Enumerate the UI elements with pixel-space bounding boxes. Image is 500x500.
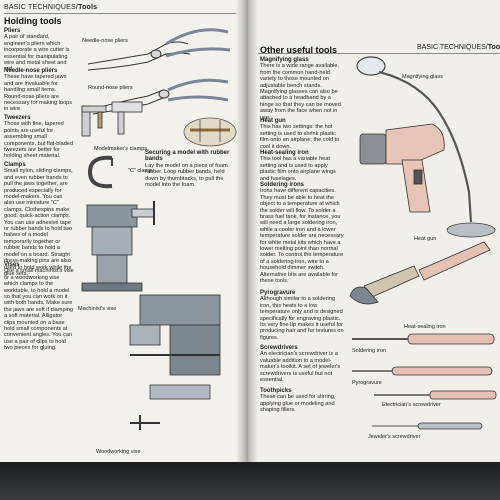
left-header-rule bbox=[4, 13, 236, 14]
heat-gun-block: Heat gun This has two settings: the hot … bbox=[260, 118, 344, 150]
tweezers-heading: Tweezers bbox=[4, 115, 31, 121]
vises-heading: Vises bbox=[4, 262, 20, 268]
toothpicks-heading: Toothpicks bbox=[260, 388, 292, 394]
clamps-block: Clamps Small nylon, sliding clamps, and … bbox=[4, 162, 74, 277]
caption-needle-nose: Needle-nose pliers bbox=[82, 38, 128, 44]
caption-jewelers-screwdriver: Jeweler's screwdriver bbox=[368, 434, 421, 440]
caption-modelmakers-clamps: Modelmaker's clamps bbox=[94, 146, 148, 152]
soldering-text: Irons have different capacities. They mu… bbox=[260, 188, 344, 285]
pliers-illustration bbox=[87, 28, 231, 115]
soldering-iron-illustration bbox=[352, 333, 495, 345]
right-page: BASIC TECHNIQUES/Too Other useful tools … bbox=[244, 0, 500, 470]
caption-machinists-vise: Machinist's vise bbox=[78, 306, 117, 312]
right-header-topic: Too bbox=[487, 44, 500, 51]
vises-block: Vises Use a small machinist's vise or a … bbox=[4, 262, 74, 352]
securing-text: Lay the model on a piece of foam rubber.… bbox=[145, 162, 228, 189]
right-section-title: Other useful tools bbox=[260, 45, 338, 55]
left-header-section: BASIC TECHNIQUES/ bbox=[4, 4, 79, 11]
book-gutter-shadow bbox=[236, 0, 258, 470]
left-section-title: Holding tools bbox=[4, 16, 62, 26]
caption-heat-sealing-iron: Heat-sealing iron bbox=[404, 324, 446, 330]
securing-block: Securing a model with rubber bands Lay t… bbox=[145, 150, 233, 188]
securing-model-illustration bbox=[183, 117, 237, 147]
magnifying-block: Magnifying glass There is a wide range a… bbox=[260, 57, 344, 121]
toothpicks-text: These can be used for stirring, applying… bbox=[260, 394, 336, 414]
machinists-vise-illustration bbox=[81, 201, 155, 292]
pliers-block: Pliers A pair of standard, engineer's pl… bbox=[4, 28, 74, 73]
caption-magnifying-glass: Magnifying glass bbox=[402, 74, 443, 80]
screwdrivers-heading: Screwdrivers bbox=[260, 345, 298, 351]
left-page: BASIC TECHNIQUES/Tools Holding tools Pli… bbox=[0, 0, 244, 470]
tweezers-block: Tweezers Those with fine, tapered points… bbox=[4, 115, 74, 160]
electricians-screwdriver-illustration bbox=[374, 390, 497, 400]
soldering-block: Soldering irons Irons have different cap… bbox=[260, 182, 344, 285]
securing-heading: Securing a model with rubber bands bbox=[145, 150, 230, 163]
jewelers-screwdriver-illustration bbox=[372, 422, 483, 430]
heat-gun-heading: Heat gun bbox=[260, 118, 286, 124]
caption-heat-gun: Heat gun bbox=[414, 236, 437, 242]
caption-woodworking-vise: Woodworking vise bbox=[96, 449, 141, 455]
screwdrivers-block: Screwdrivers An electrician's screwdrive… bbox=[260, 345, 344, 383]
magnifying-text: There is a wide range available, from th… bbox=[260, 63, 341, 121]
screwdrivers-text: An electrician's screwdriver is a valuab… bbox=[260, 351, 341, 384]
pyrogravure-illustration bbox=[352, 366, 493, 376]
clamps-heading: Clamps bbox=[4, 162, 26, 168]
soldering-heading: Soldering irons bbox=[260, 182, 305, 188]
needle-nose-block: Needle-nose pliers These have tapered ja… bbox=[4, 68, 74, 113]
needle-nose-text: These have tapered jaws and are invaluab… bbox=[4, 74, 73, 113]
needle-nose-heading: Needle-nose pliers bbox=[4, 68, 58, 74]
caption-round-nose: Round-nose pliers bbox=[88, 85, 133, 91]
heat-gun-illustration bbox=[359, 123, 445, 213]
magnifying-glass-illustration bbox=[356, 56, 496, 238]
left-running-header: BASIC TECHNIQUES/Tools bbox=[4, 4, 97, 11]
right-running-header: BASIC TECHNIQUES/Too bbox=[417, 44, 500, 51]
caption-electricians-screwdriver: Electrician's screwdriver bbox=[382, 402, 441, 408]
right-header-section: BASIC TECHNIQUES/ bbox=[417, 44, 488, 51]
toothpicks-block: Toothpicks These can be used for stirrin… bbox=[260, 388, 344, 414]
heat-gun-text: This has two settings: the hot setting i… bbox=[260, 124, 340, 150]
vises-text: Use a small machinist's vise or a woodwo… bbox=[4, 268, 74, 352]
left-header-topic: Tools bbox=[78, 4, 98, 11]
woodworking-vise-illustration bbox=[129, 294, 221, 430]
right-header-rule bbox=[258, 53, 500, 54]
heat-sealing-heading: Heat-sealing iron bbox=[260, 150, 309, 156]
clamps-text: Small nylon, sliding clamps, and even ru… bbox=[4, 168, 73, 277]
pliers-text: A pair of standard, engineer's pliers wh… bbox=[4, 34, 70, 73]
modelmakers-clamps-illustration bbox=[81, 101, 143, 137]
tweezers-text: Those with fine, tapered points are usef… bbox=[4, 121, 74, 160]
pyrogravure-heading: Pyrogravure bbox=[260, 290, 296, 296]
pyrogravure-block: Pyrogravure Although similar to a solder… bbox=[260, 290, 344, 341]
heat-sealing-iron-illustration bbox=[349, 241, 491, 305]
caption-c-clamp: "C" clamp bbox=[128, 168, 153, 174]
magnifying-heading: Magnifying glass bbox=[260, 57, 309, 63]
pyrogravure-text: Although similar to a soldering iron, th… bbox=[260, 296, 344, 341]
caption-pyrogravure: Pyrogravure bbox=[352, 380, 382, 386]
heat-sealing-block: Heat-sealing iron This tool has a variab… bbox=[260, 150, 344, 182]
heat-sealing-text: This tool has a variable heat setting an… bbox=[260, 156, 336, 182]
caption-soldering-iron: Soldering iron bbox=[352, 348, 386, 354]
table-surface bbox=[0, 462, 500, 500]
pliers-heading: Pliers bbox=[4, 28, 21, 34]
c-clamp-illustration bbox=[87, 155, 113, 189]
